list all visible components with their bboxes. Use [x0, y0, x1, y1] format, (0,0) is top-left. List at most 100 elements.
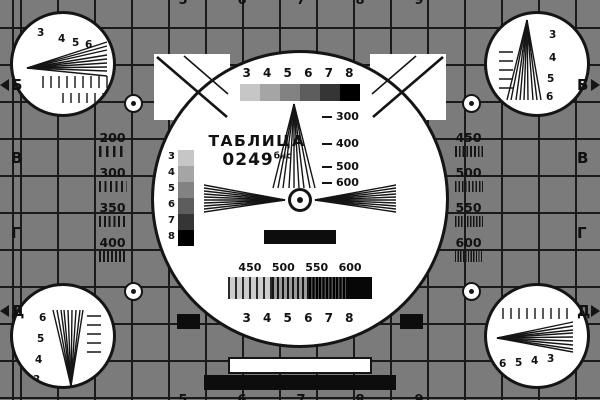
step-digit: 5 [168, 183, 175, 194]
row-arrow-right-icon [591, 79, 600, 91]
burst-lines [455, 251, 483, 262]
corner-circle-top-left: 3 4 5 6 [10, 11, 116, 117]
frequency-label: 600 [338, 261, 362, 274]
step-digit: 6 [168, 199, 175, 210]
grayscale-label-bottom: 3 4 5 6 7 8 [242, 311, 358, 325]
corner-digit: 3 [33, 374, 41, 386]
gray-step [320, 84, 340, 101]
corner-wedge-bottom-left [52, 309, 101, 386]
row-letter-right: Д [577, 302, 591, 320]
bottom-column-number: 7 [295, 393, 307, 400]
burst-lines [99, 251, 127, 262]
corner-wedge-top-right [499, 19, 542, 101]
bottom-column-number: 9 [413, 393, 425, 400]
corner-digit: 4 [58, 33, 66, 45]
grayscale-step-column [178, 150, 194, 246]
corner-wedge-bottom-right [496, 308, 574, 353]
gray-step [178, 182, 194, 198]
side-scale-number: 550 [455, 200, 482, 215]
corner-circle-bottom-right: 6 5 4 3 [484, 283, 590, 389]
corner-digit: 4 [35, 354, 43, 366]
target-dot [297, 197, 303, 203]
corner-circle-bottom-left: 6 5 4 3 [10, 283, 116, 389]
side-scale-number: 200 [99, 130, 126, 145]
flank-square-left [177, 314, 200, 329]
gray-step [300, 84, 320, 101]
flank-square-right [400, 314, 423, 329]
wedge-frequency-label: 500 [322, 160, 359, 173]
top-column-number: 7 [296, 0, 306, 8]
corner-digit: 5 [515, 357, 523, 369]
target-dot [469, 101, 474, 106]
gray-step [178, 230, 194, 246]
row-letter-left: Д [11, 302, 25, 320]
corner-digit: 4 [531, 355, 539, 367]
side-scale-number: 600 [455, 235, 482, 250]
gray-step [178, 150, 194, 166]
burst-lines [99, 181, 127, 192]
corner-digit: 3 [547, 353, 555, 365]
tick-mark [322, 165, 332, 168]
main-circle-ring [151, 50, 449, 348]
corner-digit: 5 [547, 73, 555, 85]
row-letter-left: Б [11, 76, 23, 94]
row-letter-left: В [11, 149, 23, 167]
top-column-number: 8 [355, 0, 365, 8]
wedge-frequency-label: 300 [322, 110, 359, 123]
tick-mark [322, 115, 332, 118]
grid-target-icon [462, 94, 481, 113]
side-scale-number: 450 [455, 130, 482, 145]
bottom-black-bar [204, 375, 396, 390]
top-column-number: 9 [414, 0, 424, 8]
burst-lines [99, 216, 127, 227]
side-scale-number: 400 [99, 235, 126, 250]
target-dot [469, 289, 474, 294]
corner-digit: 5 [37, 333, 45, 345]
corner-digit: 3 [37, 27, 45, 39]
wedge-frequency-label: 600 [322, 176, 359, 189]
gray-step [240, 84, 260, 101]
gray-step [178, 198, 194, 214]
corner-circle-top-right: 3 4 5 6 [484, 11, 590, 117]
grayscale-step-bar-top [240, 84, 360, 101]
card-number: 0249бнс [205, 150, 309, 170]
sweep-segment [228, 277, 273, 299]
frequency-sweep-bar [228, 277, 372, 299]
wedge-frequency-label: 400 [322, 137, 359, 150]
reference-black-bar [264, 230, 336, 244]
grayscale-label-top: 3 4 5 6 7 8 [242, 66, 358, 80]
burst-lines [455, 216, 483, 227]
row-letter-left: Г [11, 224, 21, 242]
frequency-label: 550 [305, 261, 329, 274]
burst-lines [455, 146, 483, 157]
row-letter-right: В [577, 149, 589, 167]
burst-lines [455, 181, 483, 192]
card-title: ТАБЛИЦА [208, 132, 306, 150]
corner-digit: 4 [549, 52, 557, 64]
sweep-segment [309, 277, 347, 299]
gray-step [280, 84, 300, 101]
corner-digit: 6 [546, 91, 554, 103]
bottom-column-number: 6 [236, 393, 248, 400]
top-column-number: 5 [178, 0, 188, 8]
row-arrow-left-icon [0, 79, 9, 91]
card-number-suffix: бнс [273, 151, 292, 162]
grid-target-icon [124, 282, 143, 301]
bottom-column-number: 8 [354, 393, 366, 400]
tick-mark [322, 181, 332, 184]
sweep-segment [272, 277, 310, 299]
step-digit: 8 [168, 231, 175, 242]
grid-target-icon [462, 282, 481, 301]
gray-step [340, 84, 360, 101]
wedge-frequency-value: 300 [336, 110, 359, 123]
tick-mark [322, 142, 332, 145]
grid-target-icon [124, 94, 143, 113]
frequency-label: 500 [271, 261, 295, 274]
row-arrow-right-icon [591, 305, 600, 317]
wedge-frequency-value: 400 [336, 137, 359, 150]
row-arrow-left-icon [0, 305, 9, 317]
resolution-wedge-vertical [272, 103, 316, 189]
gray-step [178, 166, 194, 182]
wedge-frequency-value: 600 [336, 176, 359, 189]
